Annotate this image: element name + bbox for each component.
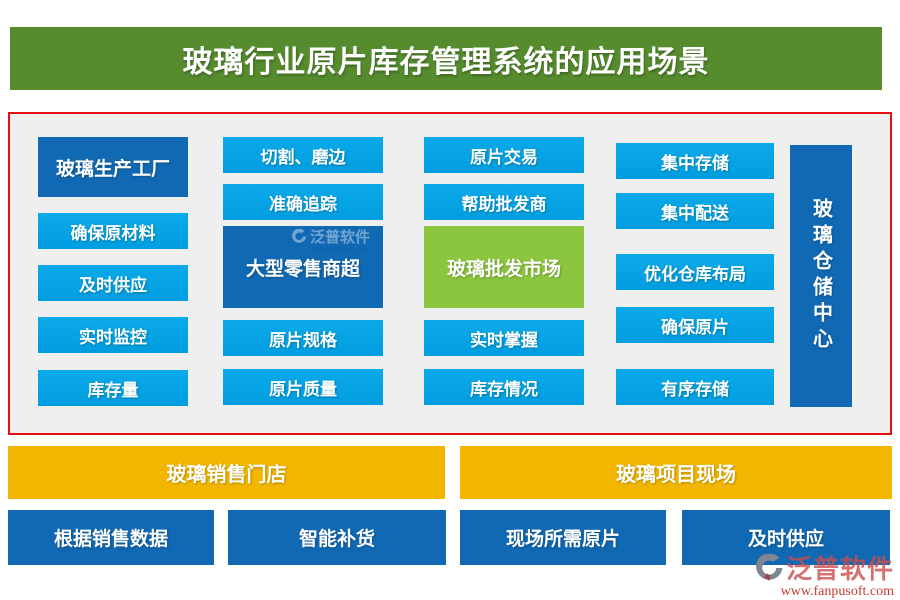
block-warehouse-feature: 集中存储 (616, 143, 774, 179)
block-project-item: 及时供应 (682, 510, 890, 565)
fanpu-logo-icon (756, 553, 784, 582)
block-warehouse-feature: 集中配送 (616, 193, 774, 229)
block-sales-item: 根据销售数据 (8, 510, 214, 565)
banner-project-site: 玻璃项目现场 (460, 446, 892, 499)
block-factory-item: 及时供应 (38, 265, 188, 301)
block-retail-item: 原片质量 (223, 369, 383, 405)
block-wholesale-item: 库存情况 (424, 369, 584, 405)
block-factory-item: 实时监控 (38, 317, 188, 353)
title-banner: 玻璃行业原片库存管理系统的应用场景 (10, 27, 882, 90)
block-project-item: 现场所需原片 (460, 510, 666, 565)
watermark-url: www.fanpusoft.com (780, 584, 894, 599)
block-factory-item: 库存量 (38, 370, 188, 406)
block-warehouse-feature: 确保原片 (616, 307, 774, 343)
watermark-brand: 泛普软件 (785, 554, 894, 584)
corner-watermark: 泛普软件 www.fanpusoft.com (744, 549, 894, 600)
block-wholesale-item: 帮助批发商 (424, 184, 584, 220)
block-wholesale-item: 原片交易 (424, 137, 584, 173)
block-warehouse-feature: 优化仓库布局 (616, 254, 774, 290)
block-retail-item: 原片规格 (223, 320, 383, 356)
block-factory-item: 确保原材料 (38, 213, 188, 249)
block-wholesale-header: 玻璃批发市场 (424, 226, 584, 308)
block-sales-item: 智能补货 (228, 510, 446, 565)
block-wholesale-item: 实时掌握 (424, 320, 584, 356)
block-retail-item: 准确追踪 (223, 184, 383, 220)
block-warehouse-center: 玻璃仓储中心 (790, 145, 852, 407)
page-title: 玻璃行业原片库存管理系统的应用场景 (182, 45, 710, 79)
block-retail-header: 大型零售商超 (223, 226, 383, 308)
banner-sales-store: 玻璃销售门店 (8, 446, 445, 499)
block-warehouse-feature: 有序存储 (616, 369, 774, 405)
block-glass-factory: 玻璃生产工厂 (38, 137, 188, 197)
block-retail-item: 切割、磨边 (223, 137, 383, 173)
